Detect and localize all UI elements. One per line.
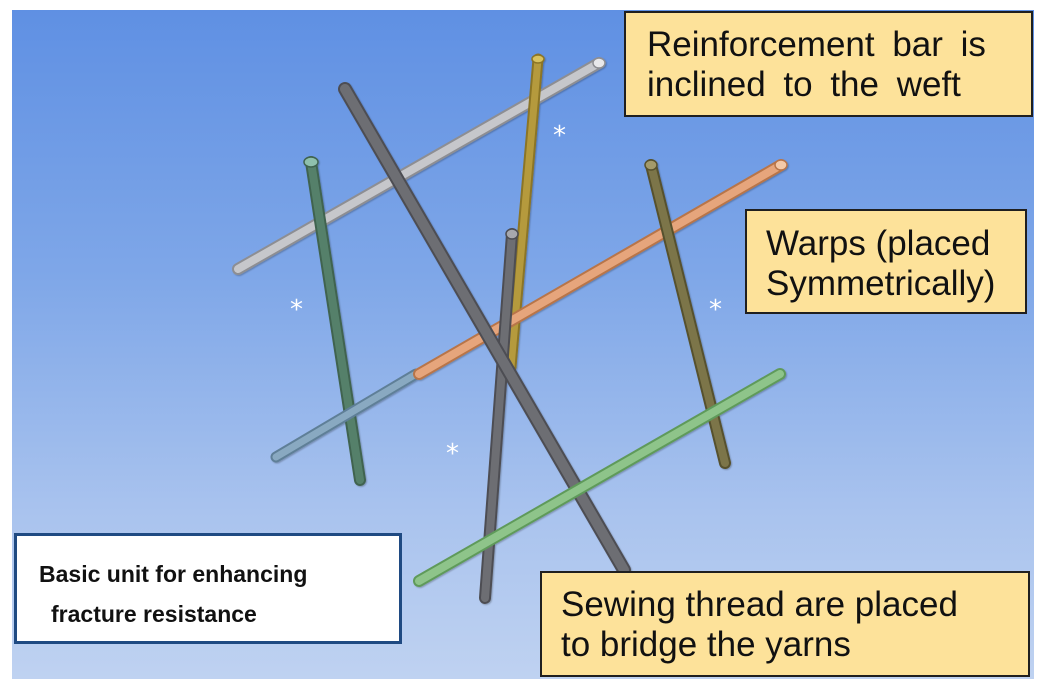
warps-callout: Warps (placed Symmetrically) (745, 209, 1027, 314)
reinforcement-callout-line-1: Reinforcement bar is (647, 25, 986, 64)
sewing-callout-line-1: Sewing thread are placed (561, 585, 958, 624)
warps-callout-line-2: Symmetrically) (766, 264, 996, 303)
basic-unit-note-line-2: fracture resistance (51, 601, 257, 627)
diagram-canvas: * * * * Reinforcement bar is inclined to… (12, 10, 1034, 679)
yarn-structure (232, 53, 788, 604)
warps-callout-line-1: Warps (placed (766, 224, 991, 263)
marker-star-right: * (709, 295, 722, 325)
marker-star-top: * (553, 121, 566, 151)
warp-dark-green-rod (303, 156, 366, 486)
weft-light-green-rod (413, 368, 786, 587)
weft-orange-rod (413, 159, 788, 380)
sewing-thread-diagonal-rod (338, 82, 631, 577)
weft-light-gray-rod (232, 57, 606, 275)
sewing-callout-line-2: to bridge the yarns (561, 625, 851, 664)
weft-blue-gray-rod (270, 368, 422, 463)
marker-star-left: * (290, 295, 303, 325)
sewing-thread-callout: Sewing thread are placed to bridge the y… (540, 571, 1030, 677)
reinforcement-callout-line-2: inclined to the weft (647, 65, 961, 104)
basic-unit-note: Basic unit for enhancing fracture resist… (14, 533, 402, 644)
reinforcement-bar-callout: Reinforcement bar is inclined to the wef… (624, 11, 1033, 117)
basic-unit-note-line-1: Basic unit for enhancing (39, 561, 308, 587)
marker-star-bottom: * (446, 439, 459, 469)
